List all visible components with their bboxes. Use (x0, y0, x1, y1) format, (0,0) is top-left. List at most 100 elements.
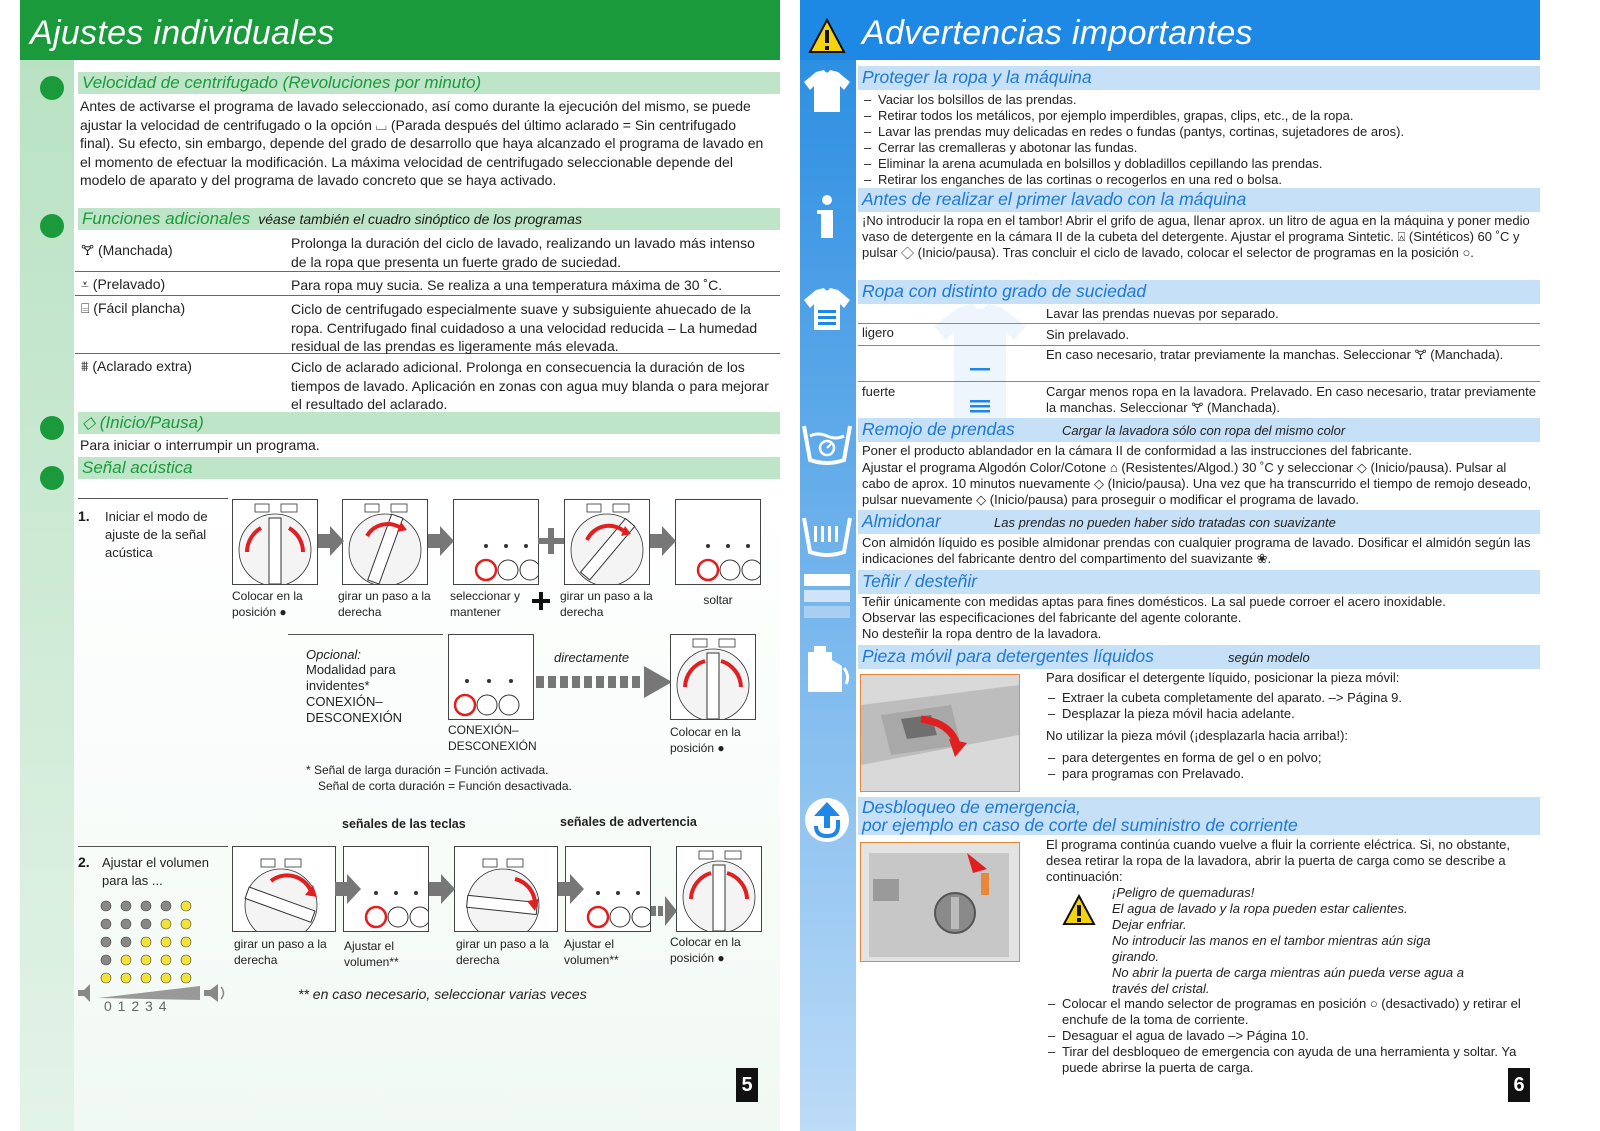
arrow-right-icon (558, 874, 584, 904)
step-caption: girar un paso a la derecha (456, 937, 549, 967)
buttons-icon (474, 544, 541, 582)
rule (78, 498, 228, 499)
dial-icon (348, 503, 422, 587)
dotted-arrow-right-icon (536, 666, 672, 698)
list-item: Cerrar las cremalleras y abotonar las fu… (862, 140, 1537, 156)
speed-text: Antes de activarse el programa de lavado… (80, 98, 764, 188)
dye-heading: Teñir / desteñir (862, 571, 978, 591)
start-text: Para iniciar o interrumpir un programa. (80, 437, 320, 453)
starch-text: Con almidón líquido es posible almidonar… (862, 535, 1531, 566)
right-header: Advertencias importantes (800, 0, 1540, 60)
dial-panel (232, 846, 336, 942)
function-value: Ciclo de centrifugado especialmente suav… (291, 301, 758, 354)
section-bullet-icon (40, 76, 64, 100)
dye-icon (804, 574, 850, 618)
emergency-heading-2: por ejemplo en caso de corte del suminis… (862, 815, 1298, 835)
movable-heading-bar: Pieza móvil para detergentes líquidos se… (858, 645, 1540, 669)
list-item: para programas con Prelavado. (1046, 766, 1536, 782)
function-value: Ciclo de aclarado adicional. Prolonga en… (291, 359, 769, 412)
function-key: ⩡ (Prelavado) (81, 276, 166, 292)
soak-text-2: Ajustar el programa Algodón Color/Cotone… (862, 460, 1532, 507)
left-margin-strip (20, 60, 74, 1131)
protect-heading-bar: Proteger la ropa y la máquina (858, 66, 1540, 90)
soil-instruction: Sin prelavado. (1046, 327, 1130, 342)
first-wash-text: ¡No introducir la ropa en el tambor! Abr… (862, 213, 1530, 260)
warning-triangle-icon (1062, 894, 1096, 925)
starch-heading: Almidonar (862, 511, 941, 531)
right-page-title: Advertencias importantes (862, 14, 1253, 52)
function-row: ⩡ (Prelavado) Para ropa muy sucia. Se re… (75, 272, 780, 296)
danger-line: No introducir las manos en el tambor mie… (1112, 933, 1431, 964)
list-item: Colocar el mando selector de programas e… (1046, 996, 1536, 1028)
page-number: 5 (736, 1068, 758, 1102)
soak-heading-bar: Remojo de prendas Cargar la lavadora sól… (858, 418, 1540, 442)
soil-instruction: En caso necesario, tratar previamente la… (1046, 347, 1504, 362)
warning-triangle-icon (808, 18, 846, 53)
step-number: 2. (78, 854, 90, 870)
buttons-icon (696, 544, 763, 582)
function-key: ⌸ (Fácil plancha) (81, 300, 186, 316)
right-page: Advertencias importantes Proteger la rop… (800, 0, 1540, 1131)
function-row: 🝖 (Manchada) Prolonga la duración del ci… (75, 230, 780, 272)
dial-panel (670, 634, 756, 722)
danger-line: Dejar enfriar. (1112, 917, 1187, 932)
dial-panel (454, 846, 558, 942)
emergency-heading-bar: Desbloqueo de emergencia, por ejemplo en… (858, 797, 1540, 835)
arrow-right-icon (650, 526, 676, 556)
function-value: Para ropa muy sucia. Se realiza a una te… (291, 277, 723, 293)
section-bullet-icon (40, 416, 64, 440)
emergency-release-icon (805, 798, 849, 842)
soak-tub-icon (802, 425, 852, 465)
shirt-icon (804, 70, 850, 112)
function-row: ⩩ (Aclarado extra) Ciclo de aclarado adi… (75, 354, 780, 412)
dial-icon (244, 858, 318, 942)
list-item: Retirar todos los metálicos, por ejemplo… (862, 108, 1537, 124)
dial-panel (676, 846, 762, 934)
soil-heading-bar: Ropa con distinto grado de suciedad (858, 280, 1540, 304)
optional-end-caption: Colocar en la posición ● (670, 725, 741, 755)
repeat-note: ** en caso necesario, seleccionar varias… (298, 986, 587, 1002)
shirt-watermark-icon (934, 304, 1026, 418)
dial-icon (466, 858, 540, 942)
drawer-illustration-icon (861, 675, 1019, 791)
button-panel (675, 499, 763, 585)
list-item: Lavar las prendas muy delicadas en redes… (862, 124, 1537, 140)
step-caption: girar un paso a la derecha (560, 589, 653, 619)
footnote-short: Señal de corta duración = Función desact… (318, 779, 572, 793)
starch-heading-bar: Almidonar Las prendas no pueden haber si… (858, 510, 1540, 534)
function-row: ⌸ (Fácil plancha) Ciclo de centrifugado … (75, 296, 780, 354)
dial-icon (238, 503, 312, 587)
dirty-shirt-icon (804, 288, 850, 330)
left-body (74, 60, 780, 1131)
dial-icon (682, 850, 756, 934)
dial-panel (564, 499, 650, 587)
machine-door-illustration-icon (861, 843, 1019, 961)
emergency-release-image (860, 842, 1020, 962)
dye-text-1: Teñir únicamente con medidas aptas para … (862, 594, 1446, 609)
list-item: Extraer la cubeta completamente del apar… (1046, 690, 1536, 706)
list-item: para detergentes en forma de gel o en po… (1046, 750, 1536, 766)
list-item: Vaciar los bolsillos de las prendas. (862, 92, 1537, 108)
buttons-icon (586, 891, 653, 929)
movable-subheading: según modelo (1228, 650, 1310, 665)
volume-wedge-icon (78, 984, 225, 1002)
soil-instruction: Lavar las prendas nuevas por separado. (1046, 306, 1279, 321)
dial-panel (232, 499, 318, 587)
list-item: Eliminar la arena acumulada en bolsillos… (862, 156, 1537, 172)
volume-dots-grid (100, 900, 192, 984)
optional-direct-label: directamente (554, 650, 630, 665)
footnote-long: * Señal de larga duración = Función acti… (306, 763, 549, 777)
function-key: ⩩ (Aclarado extra) (81, 358, 192, 374)
movable-list-2: para detergentes en forma de gel o en po… (1046, 750, 1536, 782)
function-value: Prolonga la duración del ciclo de lavado… (291, 235, 755, 270)
step-number: 1. (78, 508, 90, 524)
step-caption: seleccionar y mantener (450, 589, 521, 619)
step-caption: girar un paso a la derecha (338, 589, 431, 619)
soil-row: En caso necesario, tratar previamente la… (858, 346, 1540, 382)
soak-heading: Remojo de prendas (862, 419, 1015, 439)
protect-list: Vaciar los bolsillos de las prendas. Ret… (862, 92, 1537, 188)
soak-text-1: Poner el producto ablandador en la cámar… (862, 443, 1412, 458)
left-page: Ajustes individuales Velocidad de centri… (20, 0, 780, 1131)
arrow-right-icon (428, 526, 454, 556)
